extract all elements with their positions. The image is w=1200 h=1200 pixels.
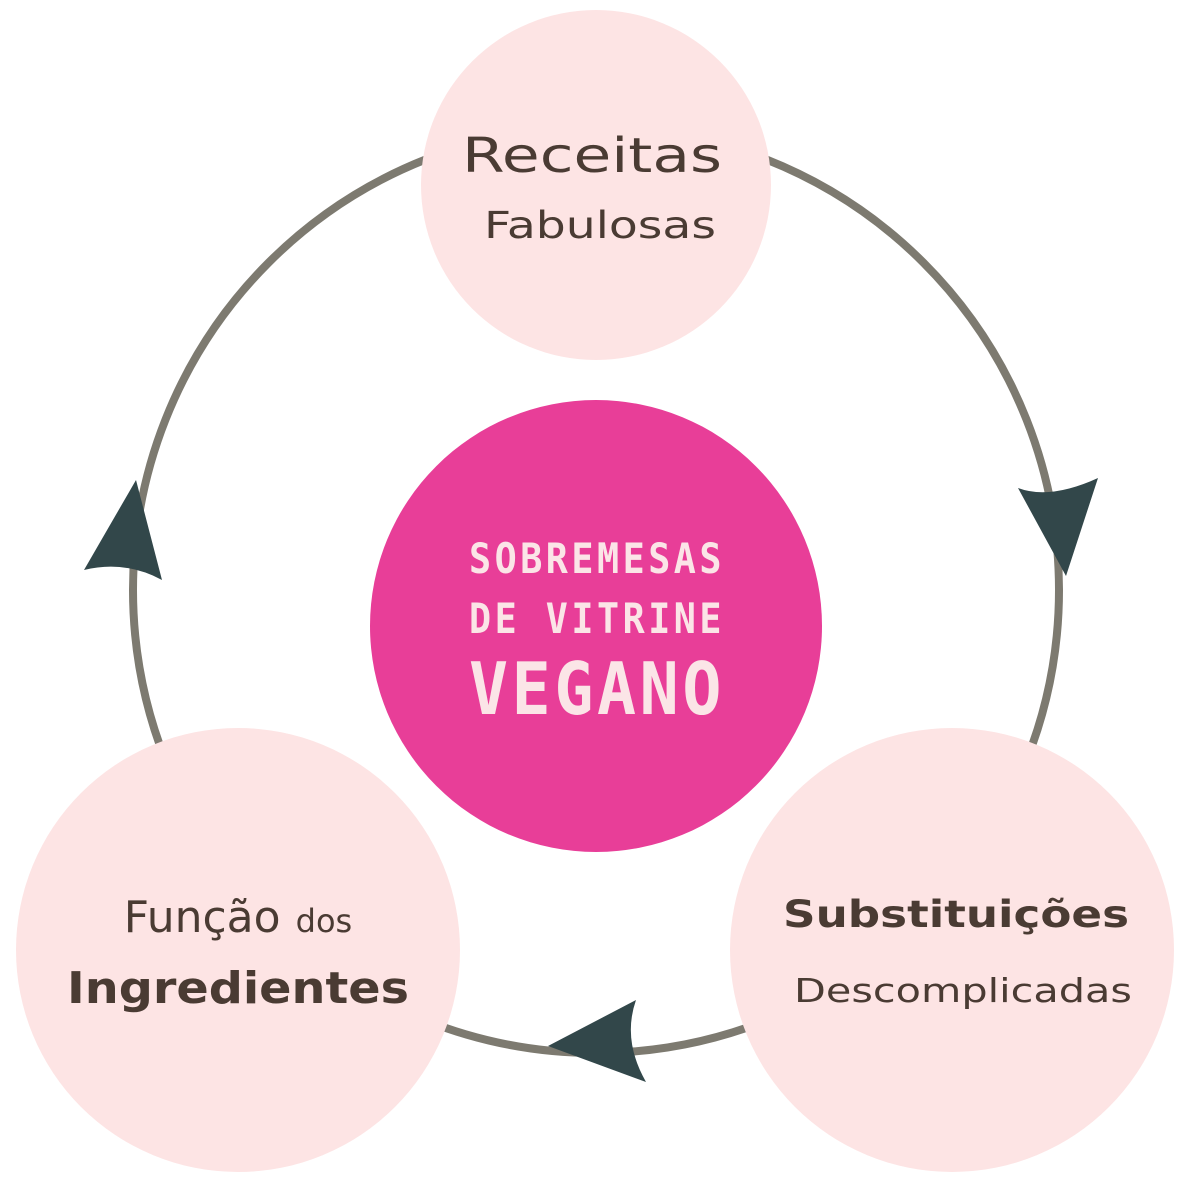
node-funcao-title-line2: Ingredientes [67,963,409,1014]
node-funcao-title: Função dos [124,892,352,943]
node-substituicoes-title: Substituições [783,893,1129,936]
node-substituicoes: Substituições Descomplicadas [730,728,1174,1172]
center-line-1: SOBREMESAS [469,534,725,583]
center-node: SOBREMESAS DE VITRINE VEGANO [370,400,822,852]
node-substituicoes-subtitle: Descomplicadas [794,971,1132,1010]
arrow-right-icon [1018,478,1098,576]
center-line-3: VEGANO [469,647,725,731]
node-funcao-ingredientes: Função dos Ingredientes [16,728,460,1172]
node-funcao-circle [16,728,460,1172]
arrow-left-icon [84,480,162,580]
arrow-bottom-icon [548,1000,646,1082]
node-receitas-title: Receitas [462,128,722,184]
node-receitas: Receitas Fabulosas [421,10,771,360]
node-substituicoes-circle [730,728,1174,1172]
center-line-2: DE VITRINE [469,594,725,643]
node-funcao-title-part2: dos [296,902,353,940]
node-funcao-title-part1: Função [124,892,281,943]
node-receitas-circle [421,10,771,360]
center-circle [370,400,822,852]
node-receitas-subtitle: Fabulosas [484,204,716,247]
